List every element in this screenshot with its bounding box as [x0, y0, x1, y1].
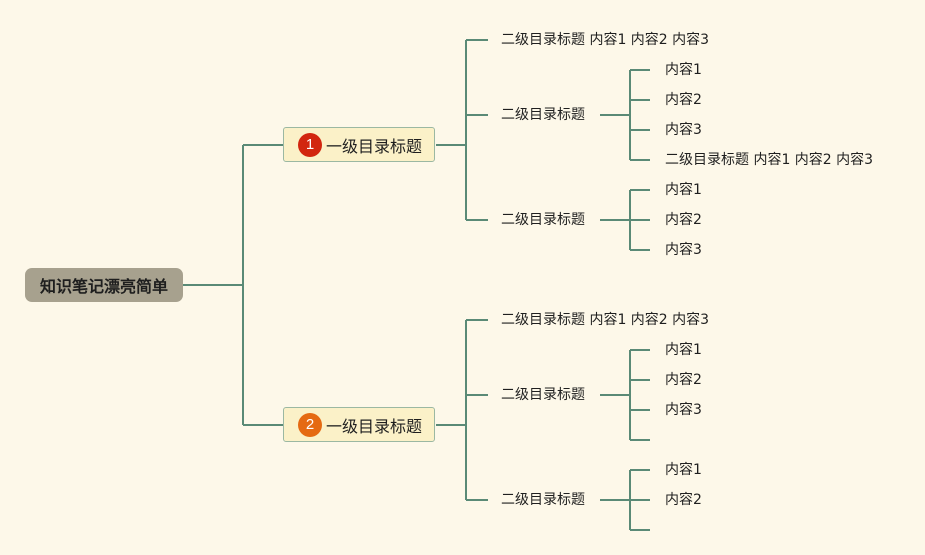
level2-topic[interactable]: 二级目录标题: [501, 492, 585, 508]
level1-label: 一级目录标题: [326, 416, 423, 436]
level3-item[interactable]: 内容1: [665, 182, 702, 198]
level1-topic[interactable]: 1 一级目录标题: [283, 127, 435, 162]
level3-item[interactable]: 内容3: [665, 122, 702, 138]
level2-topic[interactable]: 二级目录标题: [501, 107, 585, 123]
level2-topic[interactable]: 二级目录标题 内容1 内容2 内容3: [501, 32, 710, 48]
level2-topic[interactable]: 二级目录标题: [501, 212, 585, 228]
level3-item[interactable]: 内容2: [665, 212, 702, 228]
level3-item[interactable]: 内容2: [665, 92, 702, 108]
level1-label: 一级目录标题: [326, 136, 423, 156]
level3-item[interactable]: 内容3: [665, 402, 702, 418]
level3-item[interactable]: 内容3: [665, 242, 702, 258]
level2-topic[interactable]: 二级目录标题 内容1 内容2 内容3: [501, 312, 710, 328]
level3-item[interactable]: 内容2: [665, 372, 702, 388]
level3-item[interactable]: 二级目录标题 内容1 内容2 内容3: [665, 152, 874, 168]
level2-topic[interactable]: 二级目录标题: [501, 387, 585, 403]
number-badge-1-icon: 1: [298, 132, 322, 157]
root-label: 知识笔记漂亮简单: [39, 277, 168, 296]
level3-item[interactable]: 内容1: [665, 342, 702, 358]
number-badge-2-icon: 2: [298, 412, 322, 437]
level3-item[interactable]: 内容2: [665, 492, 702, 508]
level3-item[interactable]: 内容1: [665, 62, 702, 78]
level3-item[interactable]: 内容1: [665, 462, 702, 478]
level1-topic[interactable]: 2 一级目录标题: [283, 407, 435, 442]
root-topic[interactable]: 知识笔记漂亮简单: [25, 268, 183, 302]
